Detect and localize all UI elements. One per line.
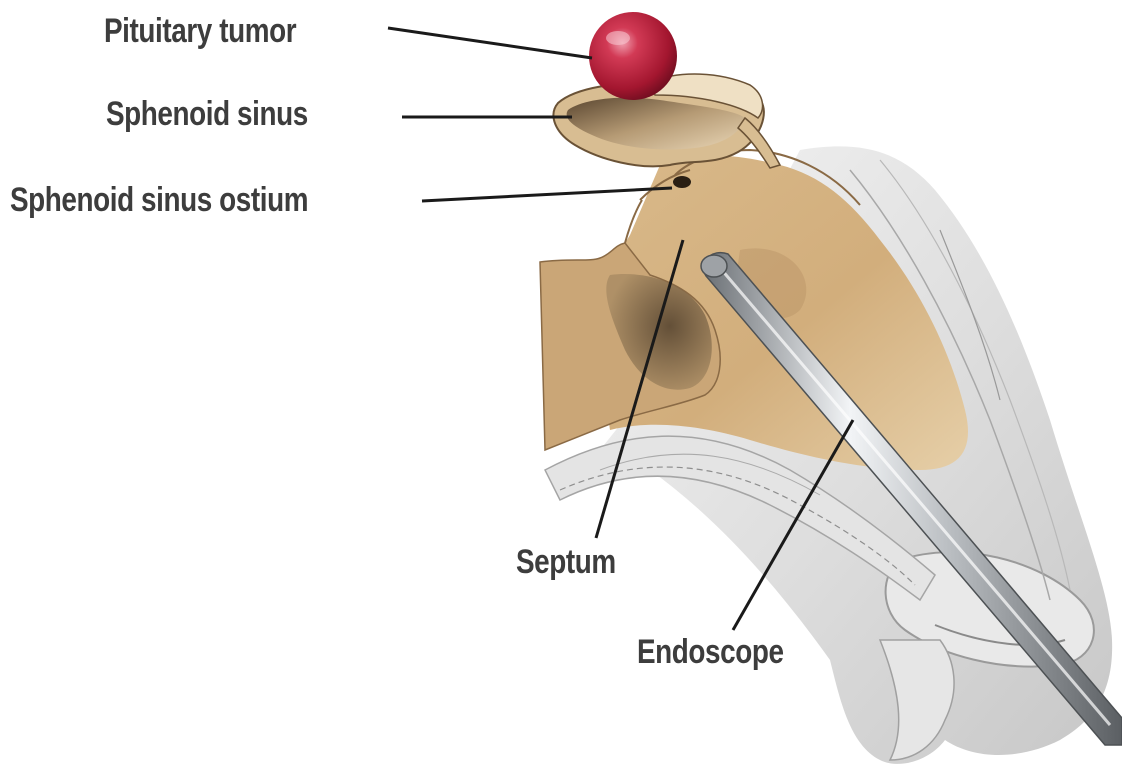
pituitary-tumor — [589, 12, 677, 100]
label-septum: Septum — [516, 545, 616, 579]
label-endoscope: Endoscope — [637, 635, 784, 669]
label-pituitary-tumor: Pituitary tumor — [104, 14, 296, 48]
leader-line-tumor — [388, 28, 592, 58]
leader-line-ostium — [422, 188, 672, 201]
label-sphenoid-sinus: Sphenoid sinus — [106, 97, 308, 131]
label-sphenoid-sinus-ostium: Sphenoid sinus ostium — [10, 183, 308, 217]
